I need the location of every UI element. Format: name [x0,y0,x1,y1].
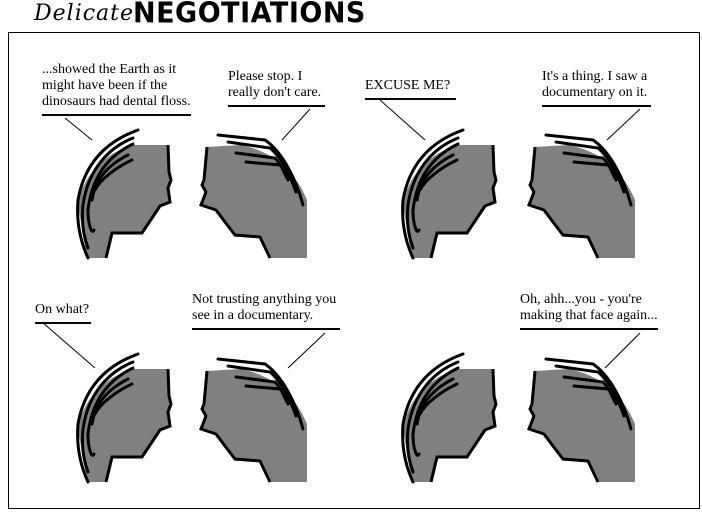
character-left-head [401,352,498,484]
comic-frame [8,32,700,509]
speech-text: On what? [35,302,92,324]
character-right-head [199,133,309,260]
panel-2 [379,99,641,260]
speech-pointer [379,99,426,141]
speech-pointer [604,332,641,369]
speech-pointer [606,108,641,141]
character-right-head [199,357,309,484]
speech-text: Please stop. I really don't care. [228,69,326,107]
speech-text: Oh, ahh...you - you're making that face … [520,292,658,330]
panel-4 [401,332,641,484]
panel-3 [41,321,326,484]
character-left-head [401,128,498,260]
speech-pointer [281,108,311,141]
character-left-head [76,128,173,260]
speech-pointer [287,332,326,369]
speech-text: It's a thing. I saw a documentary on it. [542,69,652,107]
character-left-head [76,352,173,484]
character-right-head [527,357,637,484]
title-main: NEGOTIATIONS [133,0,366,30]
speech-text: EXCUSE ME? [365,78,457,100]
speech-pointer [64,117,93,141]
title-script: Delicate [34,1,135,26]
panel-1 [64,108,311,260]
speech-text: Not trusting anything you see in a docum… [192,292,341,330]
speech-pointer [41,321,96,369]
speech-text: ...showed the Earth as it might have bee… [42,62,191,116]
character-right-head [527,133,637,260]
